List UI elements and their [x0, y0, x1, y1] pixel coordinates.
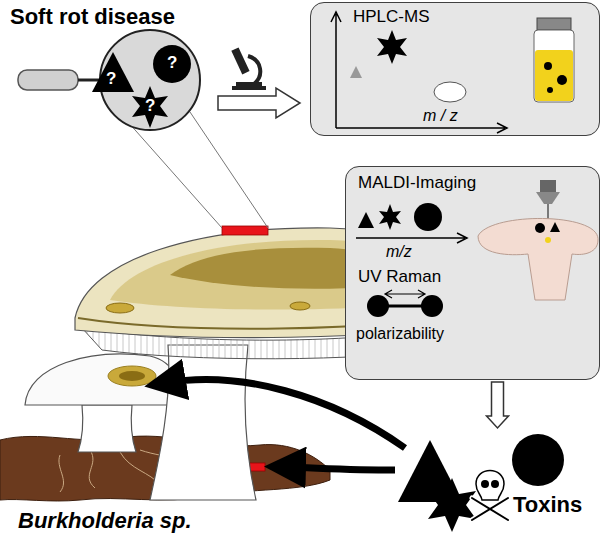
chromatogram	[331, 12, 507, 133]
question-mark: ?	[167, 53, 177, 73]
panel-heading: HPLC-MS	[353, 7, 430, 27]
maldi-scheme	[356, 203, 467, 243]
microscope	[231, 47, 266, 90]
small-mushroom	[25, 354, 179, 452]
result-group: Toxins	[395, 430, 600, 540]
question-mark: ?	[145, 96, 155, 116]
panel-ground	[345, 166, 600, 380]
panel-heading: UV Raman	[358, 267, 441, 287]
organism-name: Burkholderia sp.	[18, 508, 192, 533]
axis-label: m / z	[423, 107, 458, 125]
process-arrow	[218, 88, 300, 118]
sample-spot	[222, 226, 268, 235]
axis-label: m/z	[386, 243, 412, 261]
question-mark: ?	[106, 69, 116, 89]
diagram-title: Soft rot disease	[10, 4, 175, 29]
result-label: Toxins	[513, 492, 582, 517]
raman-scheme	[367, 290, 443, 317]
panel-heading: MALDI-Imaging	[358, 173, 476, 193]
analysis-panel: MALDI-Imaging m/z UV Raman polarizability	[345, 166, 600, 380]
effect-arrow	[165, 380, 405, 470]
toxin-symbols	[398, 434, 564, 532]
method-label: polarizability	[356, 325, 444, 343]
flow-arrow	[487, 382, 509, 428]
sample-vial	[534, 18, 574, 102]
analysis-panel: HPLC-MS m / z	[310, 2, 600, 136]
panel-ground	[310, 2, 600, 136]
mushroom-section	[478, 180, 598, 300]
magnifier	[18, 30, 268, 228]
